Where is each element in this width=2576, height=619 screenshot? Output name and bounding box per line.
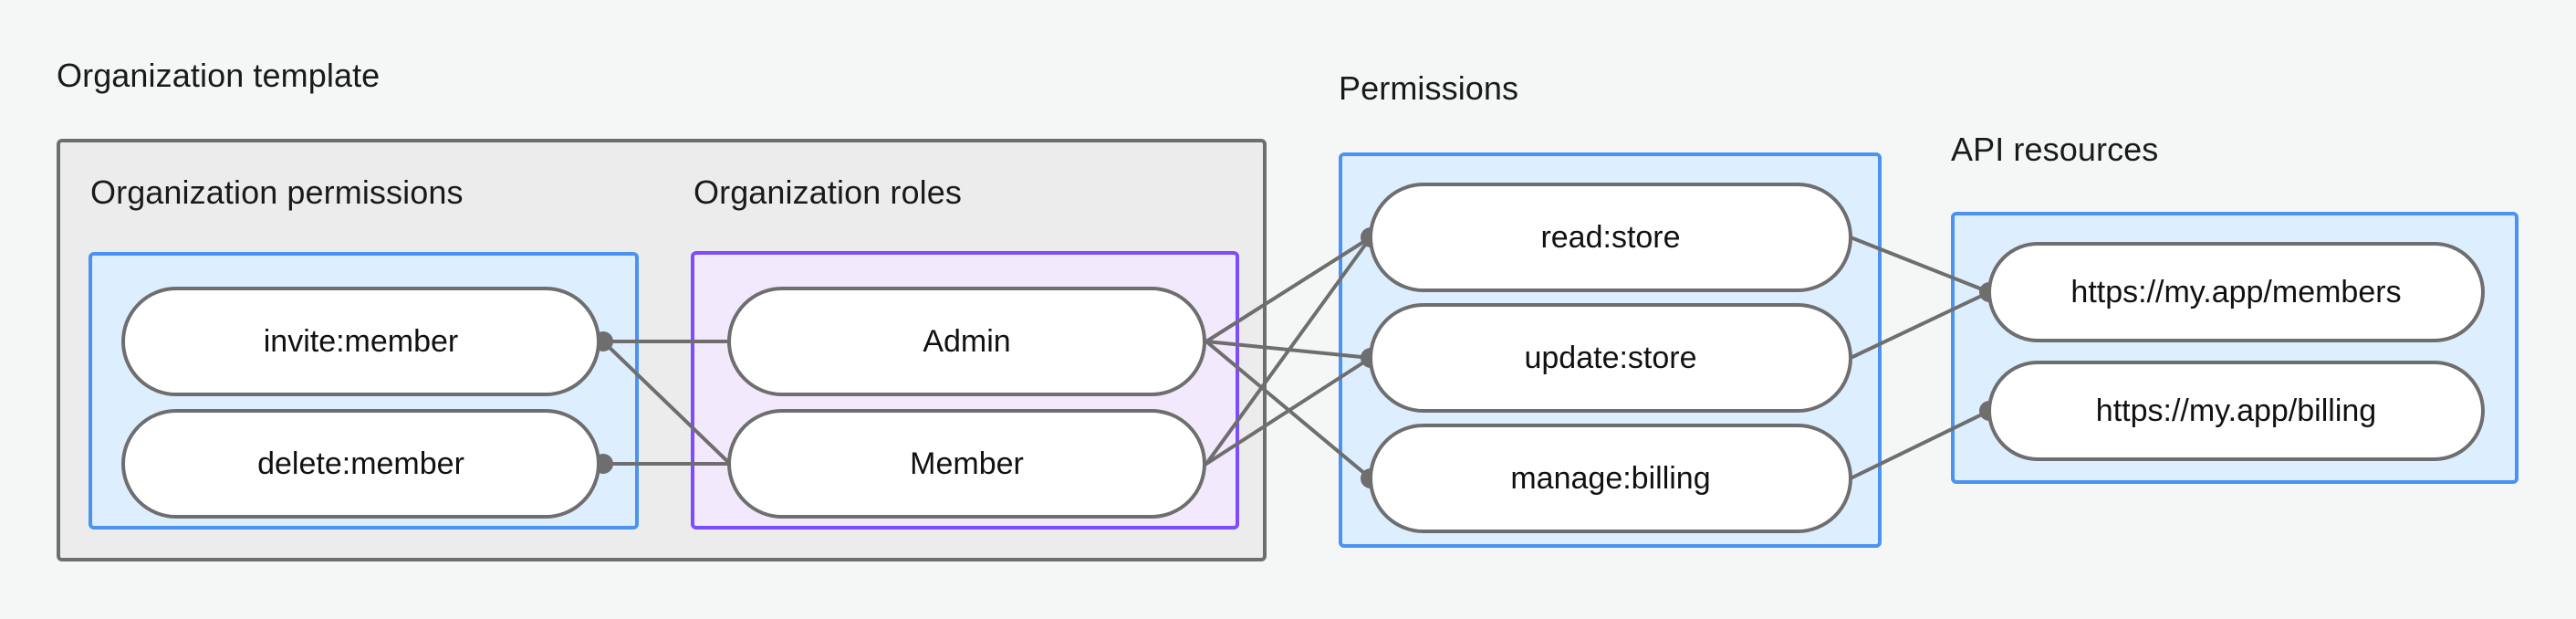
label-organization-permissions: Organization permissions <box>90 173 464 211</box>
node-label: manage:billing <box>1510 460 1711 496</box>
node-delete-member[interactable]: delete:member <box>121 409 600 519</box>
node-manage-billing[interactable]: manage:billing <box>1369 424 1852 533</box>
label-permissions: Permissions <box>1339 69 1519 107</box>
node-label: https://my.app/members <box>2070 274 2402 310</box>
label-organization-template: Organization template <box>57 57 381 94</box>
node-res-billing[interactable]: https://my.app/billing <box>1987 361 2485 461</box>
node-label: read:store <box>1540 219 1681 255</box>
label-api-resources: API resources <box>1951 131 2159 168</box>
node-label: Member <box>910 446 1024 481</box>
node-label: update:store <box>1524 340 1697 375</box>
node-role-member[interactable]: Member <box>727 409 1206 519</box>
node-label: Admin <box>923 323 1011 359</box>
node-read-store[interactable]: read:store <box>1369 183 1852 292</box>
node-label: delete:member <box>257 446 464 481</box>
label-organization-roles: Organization roles <box>694 173 962 211</box>
node-role-admin[interactable]: Admin <box>727 287 1206 396</box>
node-res-members[interactable]: https://my.app/members <box>1987 242 2485 342</box>
node-label: invite:member <box>263 323 459 359</box>
node-update-store[interactable]: update:store <box>1369 303 1852 413</box>
node-label: https://my.app/billing <box>2095 393 2377 428</box>
node-invite-member[interactable]: invite:member <box>121 287 600 396</box>
